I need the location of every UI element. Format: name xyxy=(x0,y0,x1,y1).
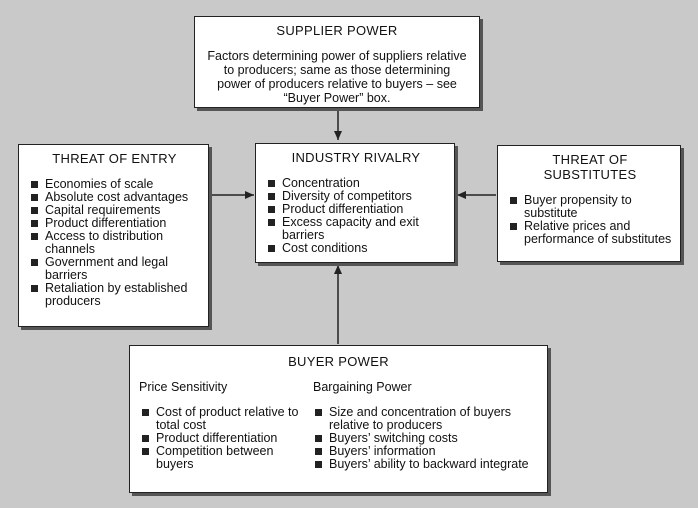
price-sensitivity-list: Cost of product relative to total cost P… xyxy=(140,406,305,471)
supplier-power-title: SUPPLIER POWER xyxy=(276,23,398,38)
industry-rivalry-box: INDUSTRY RIVALRY Concentration Diversity… xyxy=(255,143,455,263)
list-item: Diversity of competitors xyxy=(266,190,446,203)
list-item: Size and concentration of buyers relativ… xyxy=(313,406,545,432)
bargaining-power-heading: Bargaining Power xyxy=(313,380,412,394)
bullet-icon xyxy=(268,219,275,226)
bullet-icon xyxy=(31,259,38,266)
bullet-icon xyxy=(31,181,38,188)
bullet-icon xyxy=(268,245,275,252)
list-item: Economies of scale xyxy=(29,178,200,191)
buyer-power-box: BUYER POWER Price Sensitivity Cost of pr… xyxy=(129,345,548,493)
list-item: Absolute cost advantages xyxy=(29,191,200,204)
list-item: Cost of product relative to total cost xyxy=(140,406,305,432)
bullet-icon xyxy=(510,197,517,204)
bullet-icon xyxy=(142,409,149,416)
bullet-icon xyxy=(268,206,275,213)
list-item: Competition between buyers xyxy=(140,445,305,471)
list-item: Buyers’ information xyxy=(313,445,545,458)
list-item: Relative prices and performance of subst… xyxy=(508,220,672,246)
buyer-power-title: BUYER POWER xyxy=(288,354,389,369)
list-item: Retaliation by established producers xyxy=(29,282,200,308)
supplier-power-text: Factors determining power of suppliers r… xyxy=(207,49,467,105)
threat-of-entry-box: THREAT OF ENTRY Economies of scale Absol… xyxy=(18,144,209,327)
list-item: Product differentiation xyxy=(140,432,305,445)
bullet-icon xyxy=(31,207,38,214)
bullet-icon xyxy=(142,448,149,455)
bullet-icon xyxy=(315,409,322,416)
bullet-icon xyxy=(315,435,322,442)
supplier-power-box: SUPPLIER POWER Factors determining power… xyxy=(194,16,480,108)
bullet-icon xyxy=(31,220,38,227)
threat-of-substitutes-list: Buyer propensity to substitute Relative … xyxy=(508,194,672,246)
list-item: Buyers’ switching costs xyxy=(313,432,545,445)
list-item: Buyer propensity to substitute xyxy=(508,194,672,220)
bullet-icon xyxy=(268,180,275,187)
list-item: Excess capacity and exit barriers xyxy=(266,216,446,242)
bullet-icon xyxy=(510,223,517,230)
bullet-icon xyxy=(31,233,38,240)
list-item: Cost conditions xyxy=(266,242,446,255)
list-item: Product differentiation xyxy=(29,217,200,230)
bargaining-power-list: Size and concentration of buyers relativ… xyxy=(313,406,545,471)
list-item: Government and legal barriers xyxy=(29,256,200,282)
threat-of-substitutes-box: THREAT OF SUBSTITUTES Buyer propensity t… xyxy=(497,145,681,262)
bullet-icon xyxy=(315,448,322,455)
threat-of-substitutes-title: THREAT OF SUBSTITUTES xyxy=(543,152,637,182)
bullet-icon xyxy=(31,285,38,292)
threat-of-entry-title: THREAT OF ENTRY xyxy=(52,151,177,166)
bullet-icon xyxy=(315,461,322,468)
list-item: Concentration xyxy=(266,177,446,190)
threat-of-entry-list: Economies of scale Absolute cost advanta… xyxy=(29,178,200,308)
list-item: Buyers’ ability to backward integrate xyxy=(313,458,545,471)
bullet-icon xyxy=(268,193,275,200)
list-item: Product differentiation xyxy=(266,203,446,216)
industry-rivalry-title: INDUSTRY RIVALRY xyxy=(291,150,421,165)
price-sensitivity-heading: Price Sensitivity xyxy=(139,380,228,394)
list-item: Capital requirements xyxy=(29,204,200,217)
bullet-icon xyxy=(142,435,149,442)
list-item: Access to distribution channels xyxy=(29,230,200,256)
bullet-icon xyxy=(31,194,38,201)
industry-rivalry-list: Concentration Diversity of competitors P… xyxy=(266,177,446,255)
